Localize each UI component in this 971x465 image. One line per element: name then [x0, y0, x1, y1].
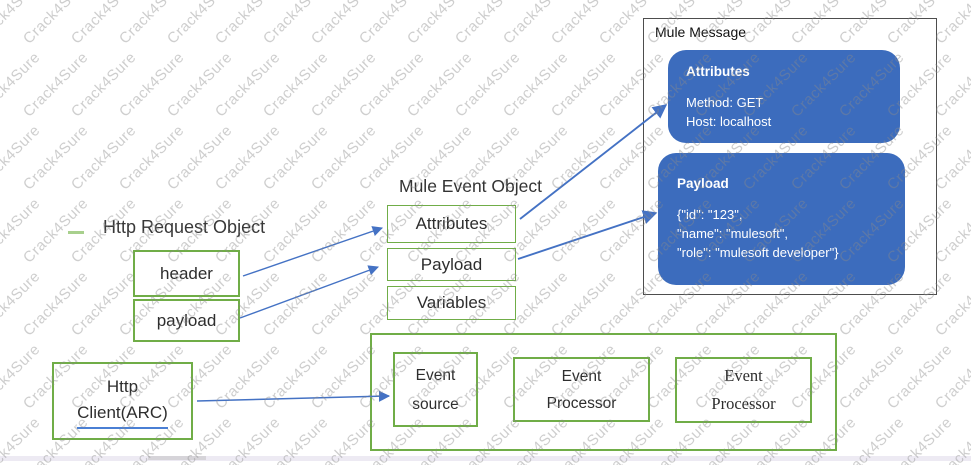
arrow-client-to-event-source: [196, 390, 391, 402]
mule-event-attributes-label: Attributes: [415, 214, 488, 233]
attributes-card-line: Host: localhost: [686, 114, 772, 129]
bottom-divider-segment: [148, 456, 206, 460]
mule-event-object-label: Mule Event Object: [399, 176, 542, 196]
arrow-payload-to-mule-message: [517, 210, 658, 260]
payload-card-line: {"id": "123",: [677, 207, 743, 222]
mule-event-payload-label: Payload: [420, 254, 483, 274]
mule-event-payload-cell: Payload: [387, 248, 516, 281]
mule-event-variables-cell: Variables: [387, 286, 516, 320]
event-processor-box-2: Event Processor: [675, 357, 812, 423]
http-client-box: Http Client(ARC): [52, 362, 193, 440]
payload-card-line: "name": "mulesoft",: [677, 226, 788, 241]
payload-card-title: Payload: [677, 176, 729, 191]
payload-cell-label: payload: [156, 310, 217, 330]
mule-event-variables-label: Variables: [416, 293, 487, 312]
arrow-payload-to-payload: [239, 265, 379, 319]
bottom-divider-line: [0, 456, 971, 461]
event-processor-box-1: Event Processor: [513, 357, 650, 422]
http-client-line1: Http: [106, 376, 139, 396]
payload-card-line: "role": "mulesoft developer"}: [677, 245, 839, 260]
mule-message-title: Mule Message: [655, 24, 747, 40]
green-dash-mark: [68, 231, 84, 234]
http-request-object-label: Http Request Object: [103, 217, 266, 237]
http-client-line2-link: Client(ARC): [77, 400, 168, 429]
mule-event-attributes-cell: Attributes: [387, 205, 516, 243]
event-source-box: Event source: [393, 352, 478, 427]
header-cell: header: [133, 250, 240, 297]
mule-message-payload-card: Payload {"id": "123", "name": "mulesoft"…: [658, 153, 905, 285]
header-cell-label: header: [160, 263, 213, 283]
attributes-card-line: Method: GET: [686, 95, 764, 110]
attributes-card-title: Attributes: [686, 64, 750, 79]
mule-message-attributes-card: Attributes Method: GET Host: localhost: [668, 50, 900, 143]
payload-cell: payload: [133, 299, 240, 342]
